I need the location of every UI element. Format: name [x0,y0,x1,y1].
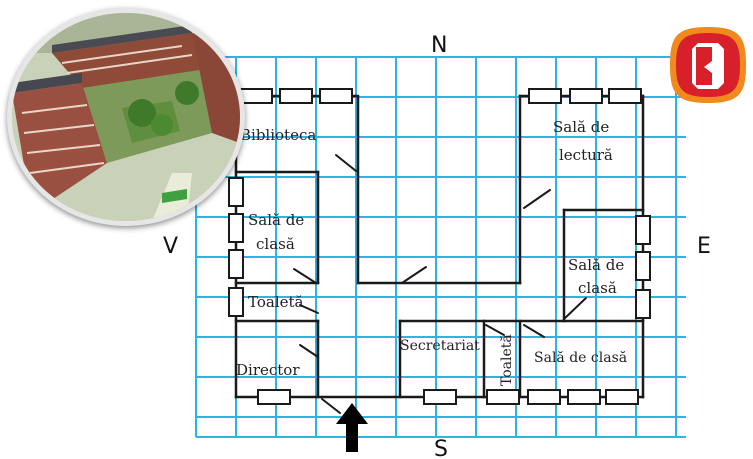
door [523,324,545,338]
room-labels: Biblioteca Sală de lectură Sală de clasă… [236,118,627,386]
building-illustration [12,13,240,221]
window [527,389,561,405]
window [228,213,244,243]
door [321,398,341,414]
window [423,389,457,405]
direction-east: E [697,234,711,259]
label-sala-clasa-east-2: clasă [578,279,617,297]
window [279,88,313,104]
window [239,88,273,104]
label-director: Director [236,361,300,379]
window [486,389,520,405]
label-toaleta-west: Toaletă [248,293,304,311]
window [319,88,353,104]
window [228,249,244,279]
label-toaleta-south: Toaletă [499,334,515,386]
red-badge-icon [670,27,746,103]
compass: N S E V [163,33,711,459]
window [228,177,244,207]
direction-south: S [434,437,448,459]
door [523,189,551,209]
window [605,389,639,405]
direction-north: N [431,33,447,58]
doors [293,154,587,414]
window [608,88,642,104]
direction-west: V [163,234,178,259]
label-sala-clasa-west-2: clasă [256,235,295,253]
label-secretariat: Secretariat [400,338,480,354]
window [635,289,651,319]
label-sala-clasa-south: Sală de clasă [534,350,627,366]
window [528,88,562,104]
window [228,287,244,317]
label-sala-clasa-west-1: Sală de [248,211,304,229]
label-biblioteca: Biblioteca [240,126,316,144]
window [567,389,601,405]
windows [228,88,651,405]
door [563,297,587,320]
door [293,268,317,284]
door [299,304,319,314]
school-building-photo [7,8,245,226]
entrance-arrow-icon [336,403,368,452]
door [299,344,319,358]
window [257,389,291,405]
door [335,154,357,172]
door [401,266,427,284]
window [569,88,603,104]
door [485,324,505,336]
label-sala-lectura-2: lectură [559,146,613,164]
label-sala-lectura-1: Sală de [553,118,609,136]
label-sala-clasa-east-1: Sală de [568,256,624,274]
window [635,251,651,281]
window [635,215,651,245]
